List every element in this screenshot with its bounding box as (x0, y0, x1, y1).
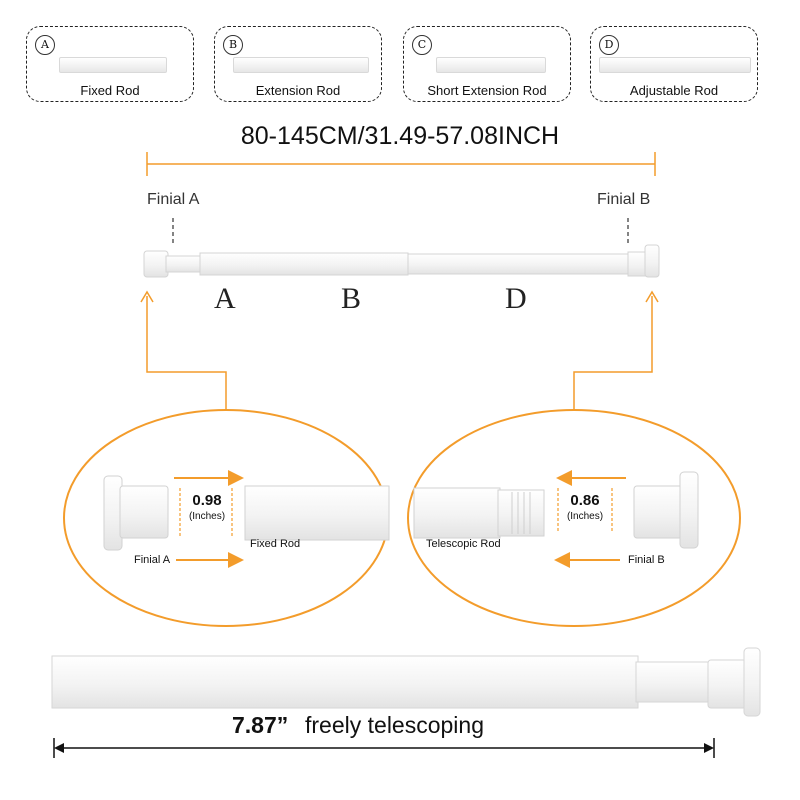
part-card-a: A Fixed Rod (26, 26, 194, 102)
finial-a-label: Finial A (147, 191, 200, 208)
telescoping-length-value: 7.87” (232, 712, 289, 738)
length-dimension-line (146, 152, 656, 176)
callout-arrow-right (573, 290, 659, 410)
part-card-d: D Adjustable Rod (590, 26, 758, 102)
part-card-c: C Short Extension Rod (403, 26, 571, 102)
section-letter-b: B (341, 282, 362, 315)
section-letter-d: D (505, 282, 527, 315)
part-label-short-extension-rod: Short Extension Rod (427, 83, 547, 98)
telescoping-dimension-arrow (53, 738, 715, 758)
detail-fixed-rod-label: Fixed Rod (250, 538, 301, 550)
telescoping-rod-image (51, 647, 761, 717)
extension-rod-image (233, 57, 369, 73)
detail-telescopic-rod-label: Telescopic Rod (426, 538, 501, 550)
detail-finial-b-label: Finial B (628, 554, 665, 566)
part-letter-b: B (223, 35, 243, 55)
finial-a-image (103, 475, 169, 551)
fixed-rod-image (59, 57, 167, 73)
part-label-extension-rod: Extension Rod (255, 83, 341, 98)
telescopic-rod-detail-image (413, 487, 545, 539)
part-label-fixed-rod: Fixed Rod (80, 83, 140, 98)
fixed-rod-detail-image (244, 485, 390, 541)
detail-finial-a-label: Finial A (134, 554, 171, 566)
part-letter-a: A (35, 35, 55, 55)
finial-b-diameter-value: 0.86 (570, 492, 600, 509)
part-card-b: B Extension Rod (214, 26, 382, 102)
telescoping-caption: freely telescoping (305, 712, 484, 738)
finial-a-diameter-value: 0.98 (192, 492, 222, 509)
adjustable-rod-image (599, 57, 751, 73)
assembled-rod (143, 244, 660, 278)
callout-arrow-left (140, 290, 227, 410)
part-letter-c: C (412, 35, 432, 55)
finial-b-diameter-unit: (Inches) (566, 511, 604, 522)
length-range-label: 80-145CM/31.49-57.08INCH (240, 122, 560, 150)
short-extension-rod-image (436, 57, 546, 73)
finial-b-image (633, 471, 699, 549)
section-letter-a: A (214, 282, 236, 315)
finial-b-label: Finial B (597, 191, 651, 208)
finial-a-diameter-unit: (Inches) (188, 511, 226, 522)
part-letter-d: D (599, 35, 619, 55)
detail-right-ellipse (407, 409, 741, 627)
part-label-adjustable-rod: Adjustable Rod (629, 83, 719, 98)
